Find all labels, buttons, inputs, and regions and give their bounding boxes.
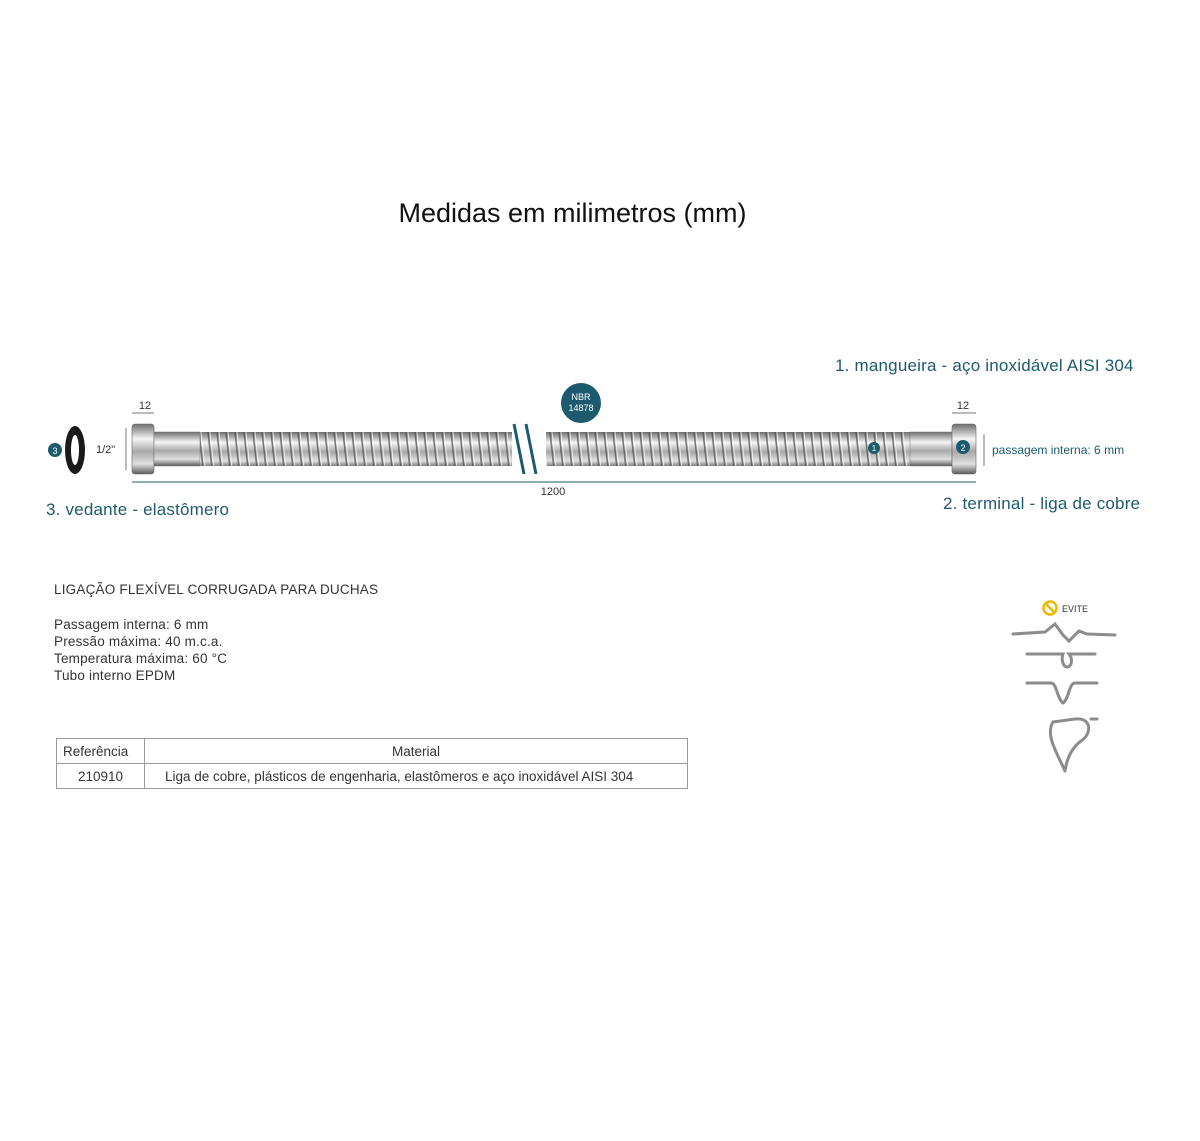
label-terminal: 2. terminal - liga de cobre — [943, 494, 1141, 513]
bad-hose-examples — [1011, 621, 1117, 773]
evite-label: EVITE — [1062, 604, 1088, 614]
evite-illustration: EVITE — [1011, 600, 1117, 773]
marker-1-label: 1 — [872, 444, 877, 453]
hose-diagram: 3 1/2" 12 NBR 14878 1 12 2 passagem inte… — [48, 383, 1124, 498]
nbr-badge-line1: NBR — [571, 392, 591, 402]
table-header-material: Material — [144, 738, 688, 764]
spec-passagem: Passagem interna: 6 mm — [54, 617, 209, 632]
table-cell-material: Liga de cobre, plásticos de engenharia, … — [144, 763, 688, 789]
dim-right: 12 — [957, 400, 969, 412]
nbr-badge-line2: 14878 — [568, 403, 593, 413]
spec-tubo: Tubo interno EPDM — [54, 668, 176, 683]
bad-hose-bent — [1025, 681, 1099, 705]
marker-1 — [868, 442, 880, 454]
marker-2 — [956, 440, 970, 454]
page-title: Medidas em milimetros (mm) — [398, 198, 747, 228]
break-mark — [524, 423, 538, 475]
marker-3-label: 3 — [52, 446, 57, 456]
label-mangueira: 1. mangueira - aço inoxidável AISI 304 — [835, 356, 1134, 375]
nbr-badge — [561, 383, 601, 423]
table-header-row: Referência Material — [56, 738, 688, 764]
table-header-referencia: Referência — [56, 738, 145, 764]
table-cell-referencia: 210910 — [56, 763, 145, 789]
passagem-label: passagem interna: 6 mm — [992, 443, 1124, 457]
spec-pressao: Pressão máxima: 40 m.c.a. — [54, 634, 223, 649]
table-row: 210910 Liga de cobre, plásticos de engen… — [56, 763, 688, 789]
spec-temperatura: Temperatura máxima: 60 °C — [54, 651, 228, 666]
bad-hose-looped — [1025, 652, 1097, 669]
bad-hose-kinked — [1011, 621, 1117, 644]
product-name: LIGAÇÃO FLEXÍVEL CORRUGADA PARA DUCHAS — [54, 582, 379, 597]
prohibited-icon — [1042, 600, 1058, 616]
marker-2-label: 2 — [960, 443, 965, 453]
hose-segment-left — [200, 432, 512, 466]
dim-thread: 1/2" — [96, 444, 115, 456]
break-mark — [512, 423, 526, 475]
terminal-left — [131, 423, 201, 475]
seal-ring — [65, 426, 85, 474]
marker-3 — [48, 443, 62, 457]
hose-segment-right — [546, 432, 910, 466]
dim-length: 1200 — [541, 486, 565, 498]
dim-left: 12 — [139, 400, 151, 412]
reference-table: Referência Material 210910 Liga de cobre… — [56, 738, 688, 789]
label-vedante: 3. vedante - elastômero — [46, 500, 230, 519]
bad-hose-coiled — [1048, 717, 1099, 773]
